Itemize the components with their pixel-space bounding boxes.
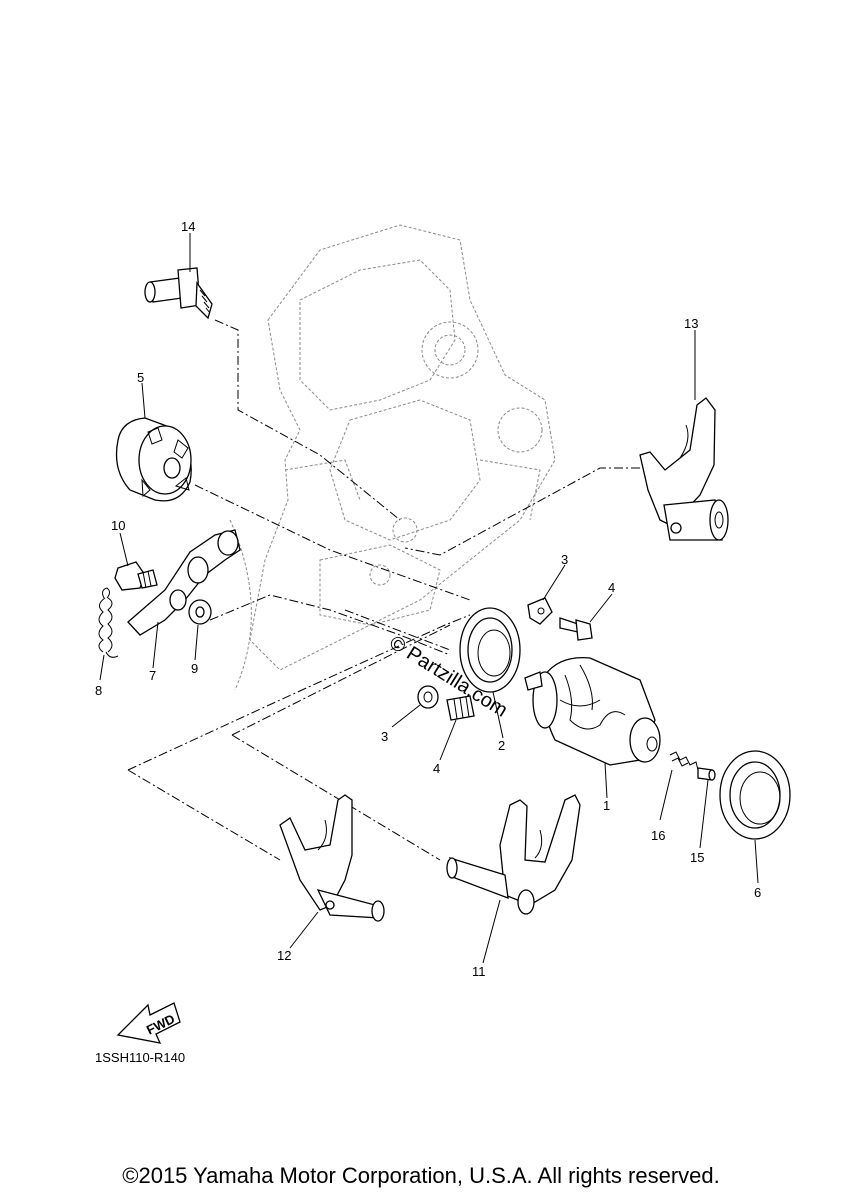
part-7-stopper-lever	[127, 529, 241, 636]
fwd-arrow-icon: FWD	[116, 1002, 181, 1044]
leader-lines	[99, 233, 759, 964]
part-3-washer-lower	[417, 685, 439, 709]
crankcase-outline	[229, 224, 556, 691]
callout-3-lower: 3	[381, 729, 388, 744]
part-9-washer	[188, 599, 212, 625]
callout-12: 12	[277, 948, 291, 963]
part-16-spring	[669, 751, 699, 771]
callout-4-lower: 4	[433, 761, 440, 776]
callout-8: 8	[95, 683, 102, 698]
part-4-bolt-lower	[446, 695, 475, 721]
callout-15: 15	[690, 850, 704, 865]
callout-16: 16	[651, 828, 665, 843]
callout-3-upper: 3	[561, 552, 568, 567]
callout-5: 5	[137, 370, 144, 385]
callout-11: 11	[472, 964, 486, 979]
part-5-segment	[115, 417, 192, 502]
part-14-stud-bolt	[144, 267, 213, 320]
part-13-shift-fork	[639, 397, 729, 541]
callout-14: 14	[181, 219, 195, 234]
part-8-spring	[98, 587, 119, 658]
callout-labels: 14 13 5 3 4 10 8 7 9 3 4 2 1 16 15 6 12 …	[95, 219, 761, 979]
part-1-shift-drum	[524, 656, 661, 766]
part-4-bolt-upper	[559, 617, 593, 641]
part-3-plate-upper	[527, 597, 553, 625]
part-11-shift-fork	[446, 794, 581, 915]
callout-13: 13	[684, 316, 698, 331]
part-15-pin	[697, 767, 716, 781]
copyright-notice: ©2015 Yamaha Motor Corporation, U.S.A. A…	[122, 1163, 720, 1188]
part-10-bolt	[114, 561, 158, 591]
diagram-code: 1SSH110-R140	[95, 1050, 186, 1065]
part-12-shift-fork	[279, 794, 385, 922]
part-6-oil-seal	[719, 750, 791, 840]
callout-1: 1	[603, 798, 610, 813]
callout-7: 7	[149, 668, 156, 683]
callout-6: 6	[754, 885, 761, 900]
assembly-lines	[127, 319, 640, 861]
part-2-bearing	[459, 607, 521, 693]
callout-2: 2	[498, 738, 505, 753]
callout-4-upper: 4	[608, 580, 615, 595]
callout-10: 10	[111, 518, 125, 533]
callout-9: 9	[191, 661, 198, 676]
